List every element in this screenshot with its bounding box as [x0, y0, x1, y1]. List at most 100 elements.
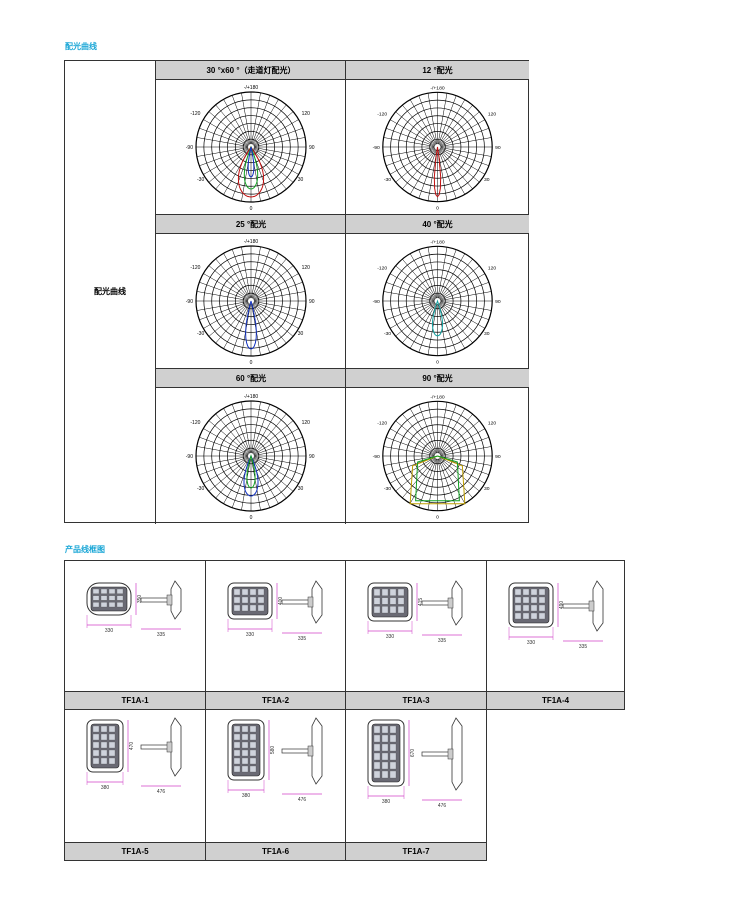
section-title-photometric: 配光曲线 [65, 42, 97, 51]
polar-label-left: -90 [186, 145, 193, 151]
side-width-dim: 476 [157, 789, 166, 795]
light-curve [243, 145, 259, 190]
product-model-label: TF1A-3 [346, 691, 486, 709]
product-model-label: TF1A-1 [65, 691, 205, 709]
dimension-lines [367, 720, 462, 801]
front-width-dim: 330 [386, 634, 395, 640]
dimension-lines [227, 583, 322, 634]
light-curve [247, 146, 255, 178]
polar-label-upper-left: -120 [377, 111, 387, 117]
product-model-label: TF1A-7 [346, 842, 486, 860]
product-drawing: 380 670 476 [367, 717, 463, 809]
polar-label-upper-right: 120 [488, 265, 497, 271]
front-width-dim: 380 [382, 799, 391, 805]
photometric-cell-label: 60 °配光 [156, 369, 346, 388]
polar-label-upper-left: -120 [190, 111, 200, 117]
polar-grid [195, 245, 307, 357]
side-view [281, 717, 323, 785]
side-view [281, 580, 323, 624]
light-curve [431, 299, 444, 337]
polar-label-lower-left: -30 [197, 331, 204, 337]
polar-label-upper-right: 120 [488, 111, 497, 117]
photometric-cell-label: 40 °配光 [346, 215, 529, 234]
polar-label-lower-right: 30 [484, 177, 490, 183]
photometric-row-label: 配光曲线 [65, 61, 156, 522]
light-curve [409, 455, 466, 504]
polar-label-top: -/+180 [244, 85, 259, 91]
polar-label-right: 90 [495, 453, 501, 459]
polar-grid [195, 91, 307, 203]
light-curve [237, 146, 265, 198]
polar-label-left: -90 [373, 145, 380, 151]
polar-label-lower-left: -30 [197, 177, 204, 183]
polar-label-right: 90 [309, 145, 315, 151]
polar-label-lower-right: 30 [298, 331, 304, 337]
polar-label-top: -/+180 [430, 394, 444, 400]
front-height-dim: 470 [129, 742, 135, 751]
polar-label-lower-right: 30 [298, 177, 304, 183]
photometric-cell-label: 90 °配光 [346, 369, 529, 388]
polar-label-lower-left: -30 [197, 486, 204, 492]
front-view [227, 582, 273, 620]
polar-label-bottom: 0 [436, 360, 439, 366]
dimension-lines [227, 720, 322, 795]
front-height-dim: 490 [559, 601, 565, 610]
polar-label-bottom: 0 [436, 206, 439, 212]
front-height-dim: 580 [270, 746, 276, 755]
section-title-outline: 产品线框图 [65, 545, 105, 554]
dimension-lines [86, 583, 181, 630]
side-view [562, 580, 604, 632]
front-height-dim: 400 [278, 597, 284, 606]
polar-label-right: 90 [309, 299, 315, 305]
polar-label-top: -/+180 [244, 394, 259, 400]
polar-label-right: 90 [309, 454, 315, 460]
photometric-cell-label: 12 °配光 [346, 61, 529, 80]
polar-label-bottom: 0 [250, 206, 253, 212]
front-view [367, 582, 413, 622]
dimension-lines [86, 720, 181, 787]
front-height-dim: 670 [410, 749, 416, 758]
dimension-lines [367, 583, 462, 636]
side-view [421, 717, 463, 791]
polar-label-upper-right: 120 [488, 420, 497, 426]
light-curve [245, 300, 257, 350]
front-width-dim: 330 [246, 632, 255, 638]
side-width-dim: 335 [298, 636, 307, 642]
polar-label-left: -90 [373, 453, 380, 459]
polar-label-bottom: 0 [436, 514, 439, 520]
light-curve [415, 455, 460, 501]
polar-label-lower-right: 30 [484, 331, 490, 337]
front-width-dim: 330 [527, 640, 536, 646]
side-width-dim: 335 [438, 638, 447, 644]
polar-label-upper-right: 120 [302, 265, 311, 271]
side-width-dim: 476 [438, 803, 447, 809]
side-width-dim: 476 [298, 797, 307, 803]
product-model-label: TF1A-4 [487, 691, 624, 709]
product-model-label: TF1A-5 [65, 842, 205, 860]
polar-label-lower-left: -30 [384, 331, 391, 337]
polar-label-bottom: 0 [250, 515, 253, 521]
polar-label-top: -/+180 [430, 239, 444, 245]
product-drawing: 330 400 335 [227, 580, 323, 642]
photometric-cell-label: 25 °配光 [156, 215, 346, 234]
polar-label-upper-left: -120 [190, 420, 200, 426]
polar-label-upper-right: 120 [302, 111, 311, 117]
